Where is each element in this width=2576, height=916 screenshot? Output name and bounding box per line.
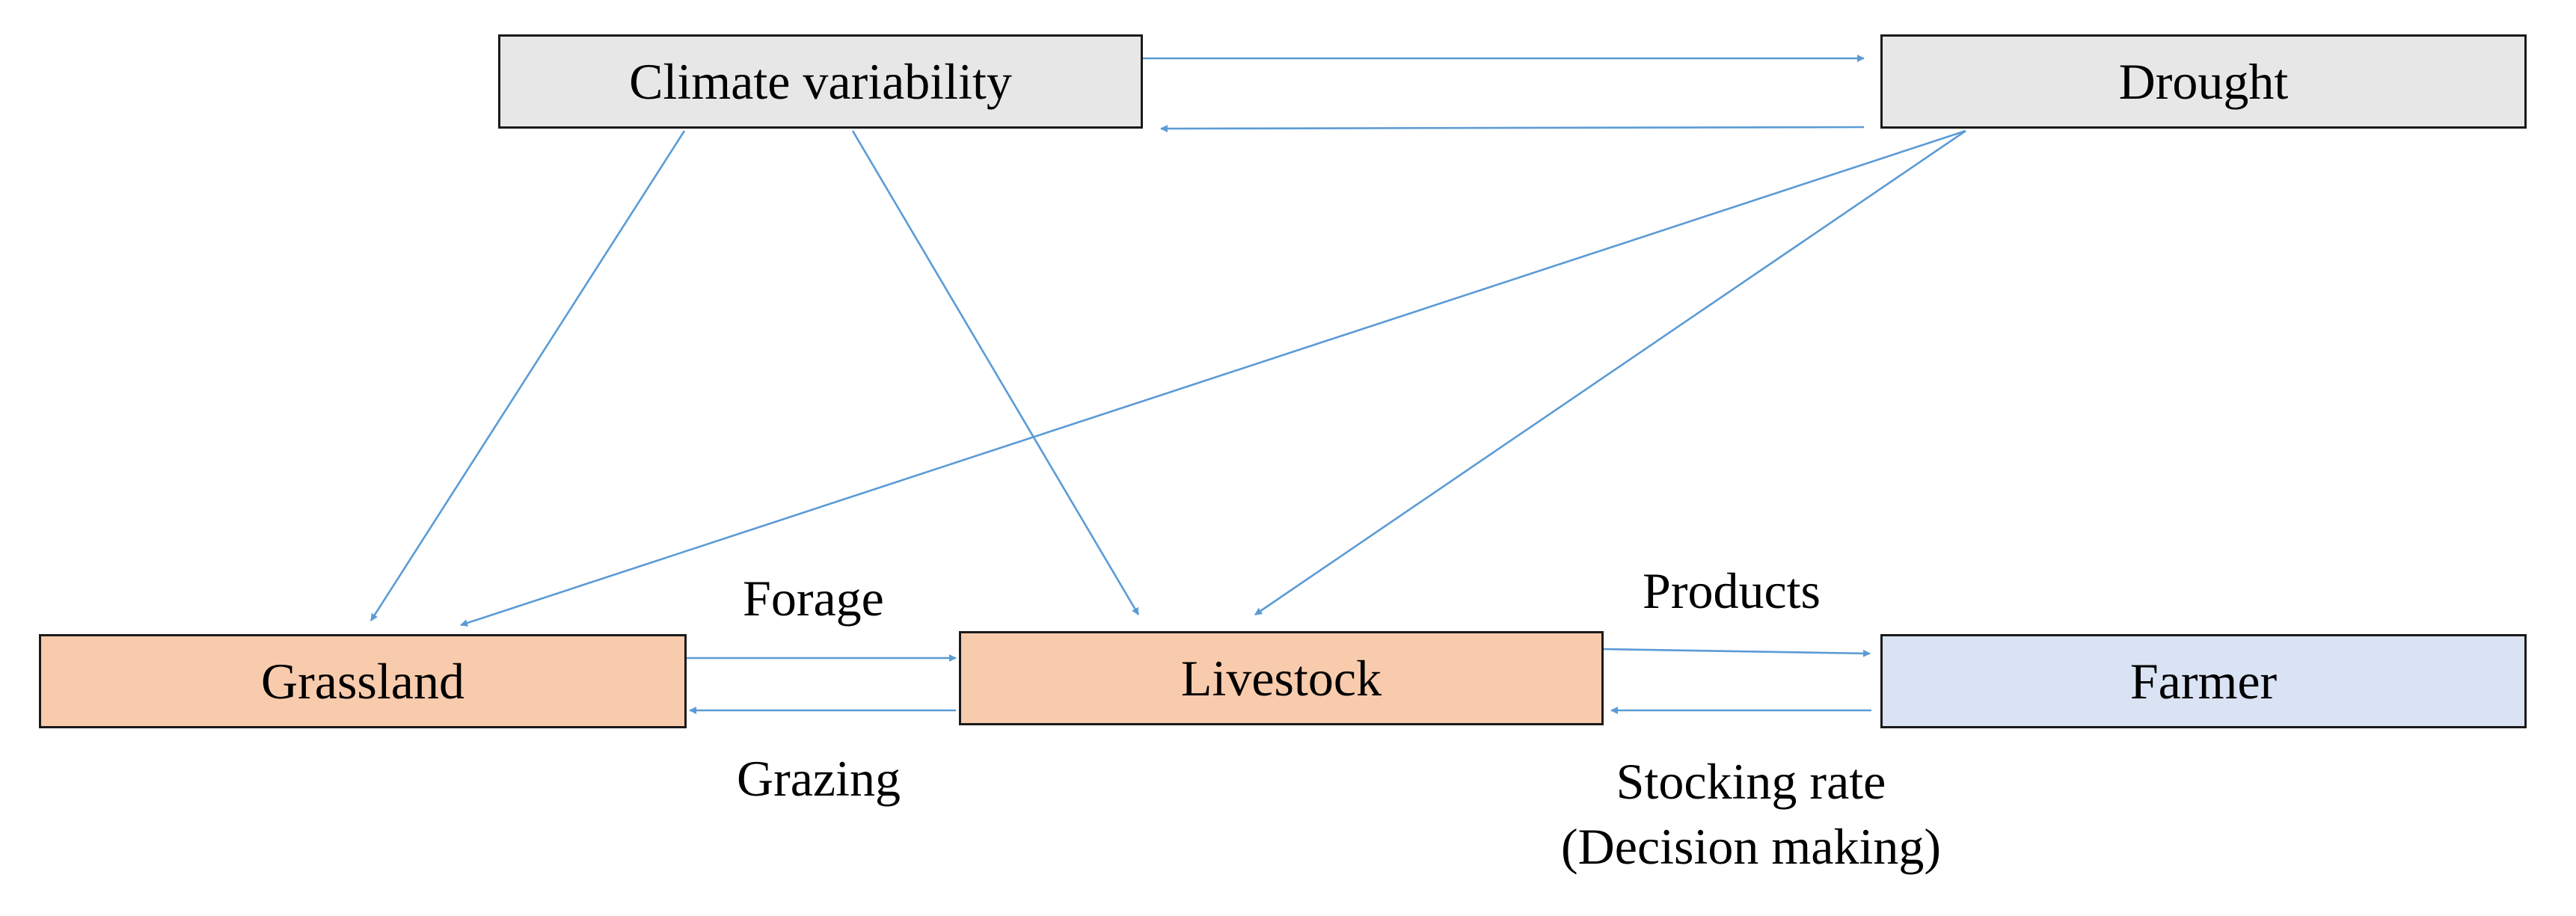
node-climate-variability-label: Climate variability: [629, 52, 1012, 110]
node-grassland: Grassland: [39, 634, 687, 728]
arrow-drought-to-grassland: [460, 129, 1966, 627]
node-drought: Drought: [1880, 34, 2527, 129]
node-livestock-label: Livestock: [1180, 649, 1382, 707]
edge-label-products: Products: [1643, 562, 1821, 619]
node-grassland-label: Grassland: [261, 652, 464, 710]
arrow-drought-to-climate: [1160, 124, 1865, 132]
edge-label-stocking-rate-line: Stocking rate: [1616, 753, 1886, 810]
edge-label-decision-making-line: (Decision making): [1561, 818, 1941, 876]
node-farmer-label: Farmer: [2129, 652, 2278, 710]
arrow-climate-to-livestock: [851, 130, 1140, 615]
node-farmer: Farmer: [1880, 634, 2527, 728]
arrow-climate-to-grassland: [369, 130, 686, 621]
node-livestock: Livestock: [959, 631, 1604, 725]
arrow-drought-to-livestock: [1254, 129, 1966, 616]
edge-label-stocking-rate: Stocking rate (Decision making): [1561, 749, 1941, 879]
node-drought-label: Drought: [2118, 52, 2289, 110]
arrow-livestock-to-farmer: [1601, 648, 1871, 657]
node-climate-variability: Climate variability: [498, 34, 1143, 129]
edge-label-grazing: Grazing: [737, 750, 901, 807]
edge-label-forage: Forage: [743, 570, 884, 627]
